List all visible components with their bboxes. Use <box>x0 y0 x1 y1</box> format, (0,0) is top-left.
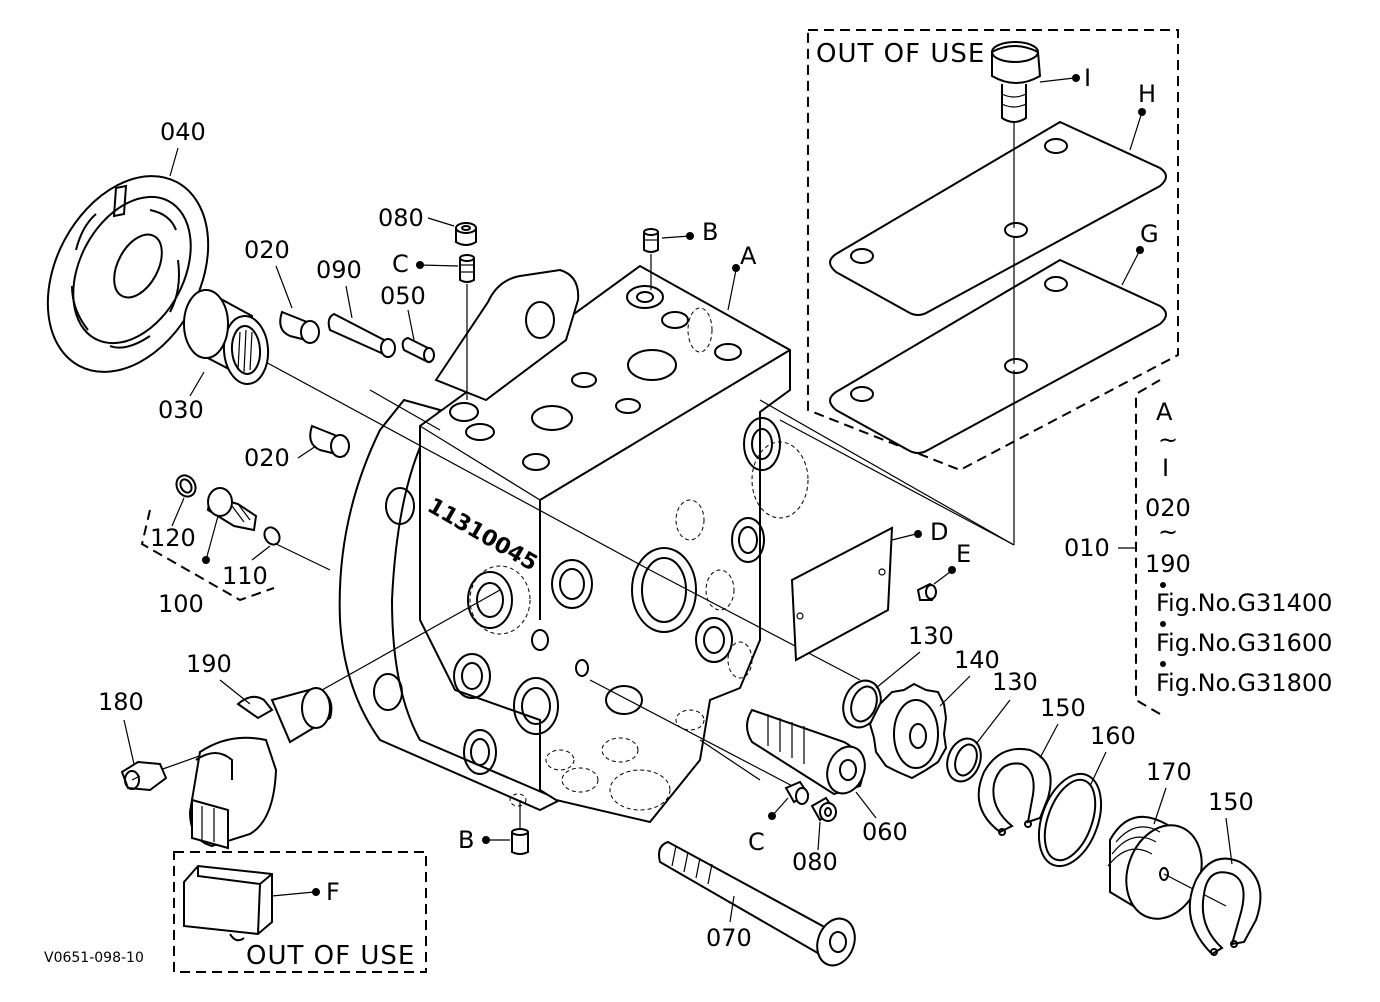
label-A: A <box>740 242 757 270</box>
range-a: A <box>1156 398 1173 426</box>
label-190: 190 <box>186 650 232 678</box>
port-plate-040 <box>46 175 210 373</box>
plate-h <box>829 120 1167 316</box>
label-H: H <box>1138 80 1156 108</box>
bolt-180 <box>120 760 168 792</box>
label-040: 040 <box>160 118 206 146</box>
label-G: G <box>1140 220 1159 248</box>
label-090: 090 <box>316 256 362 284</box>
label-B-lower: B <box>458 826 474 854</box>
label-140: 140 <box>954 646 1000 674</box>
label-D: D <box>930 518 948 546</box>
label-160: 160 <box>1090 722 1136 750</box>
o-ring-160 <box>1037 772 1103 868</box>
label-100: 100 <box>158 590 204 618</box>
label-120: 120 <box>150 524 196 552</box>
label-180: 180 <box>98 688 144 716</box>
label-150-first: 150 <box>1040 694 1086 722</box>
relief-assembly-100 <box>140 474 281 602</box>
out-of-use-top-label: OUT OF USE <box>816 39 985 69</box>
screw-e <box>916 582 937 601</box>
label-060: 060 <box>862 818 908 846</box>
needle-bearing-030 <box>183 289 270 385</box>
out-of-use-box-bottom: OUT OF USE <box>173 851 427 973</box>
plug-b-upper <box>643 228 659 290</box>
label-020-lower: 020 <box>244 444 290 472</box>
range-tilde-1: ~ <box>1158 426 1178 454</box>
range-bracket: A ~ I 020 ~ 190 Fig.No.G31400 Fig.No.G31… <box>1064 379 1332 715</box>
label-E: E <box>956 540 971 568</box>
snap-ring-150-first <box>977 748 1052 836</box>
out-of-use-box-top: OUT OF USE <box>807 29 1179 472</box>
label-020-upper: 020 <box>244 236 290 264</box>
plug-080-lower <box>810 796 837 822</box>
label-080-lower: 080 <box>792 848 838 876</box>
plug-c-upper <box>459 254 475 400</box>
label-010: 010 <box>1064 534 1110 562</box>
label-080-upper: 080 <box>378 204 424 232</box>
pin-090 <box>327 312 396 358</box>
snap-ring-150-second <box>1188 857 1262 956</box>
label-070: 070 <box>706 924 752 952</box>
range-190: 190 <box>1145 550 1191 578</box>
label-B-upper: B <box>702 218 718 246</box>
plug-cover-170 <box>1107 815 1227 920</box>
fig-ref-g31600: Fig.No.G31600 <box>1156 629 1332 657</box>
label-030: 030 <box>158 396 204 424</box>
o-ring-130-second <box>946 737 982 783</box>
drawing-code: V0651-098-10 <box>44 950 144 966</box>
label-130-second: 130 <box>992 668 1038 696</box>
label-130-first: 130 <box>908 622 954 650</box>
range-020: 020 <box>1145 494 1191 522</box>
pin-020-upper <box>279 310 320 344</box>
pin-020-lower <box>309 424 350 458</box>
out-of-use-bottom-label: OUT OF USE <box>246 941 415 971</box>
plate-g <box>829 258 1167 454</box>
sensor-190 <box>188 686 333 850</box>
shaft-060 <box>746 708 866 796</box>
label-I: I <box>1084 64 1091 92</box>
label-C-upper: C <box>392 250 409 278</box>
pin-050 <box>401 336 435 364</box>
label-F: F <box>326 878 340 906</box>
label-170: 170 <box>1146 758 1192 786</box>
label-C-lower: C <box>748 828 765 856</box>
label-110: 110 <box>222 562 268 590</box>
range-tilde-2: ~ <box>1158 518 1178 546</box>
plug-c-lower <box>784 780 810 805</box>
fig-ref-g31800: Fig.No.G31800 <box>1156 669 1332 697</box>
gear-140 <box>868 682 948 780</box>
pump-housing: 11310045 <box>338 264 809 824</box>
bolt-070 <box>658 840 856 967</box>
plug-b-lower <box>511 800 529 855</box>
label-050: 050 <box>380 282 426 310</box>
plug-080-upper <box>455 222 477 246</box>
fig-ref-g31400: Fig.No.G31400 <box>1156 589 1332 617</box>
label-150-second: 150 <box>1208 788 1254 816</box>
bolt-i <box>779 41 1042 546</box>
cover-plate-d <box>790 526 894 662</box>
range-i: I <box>1162 454 1169 482</box>
